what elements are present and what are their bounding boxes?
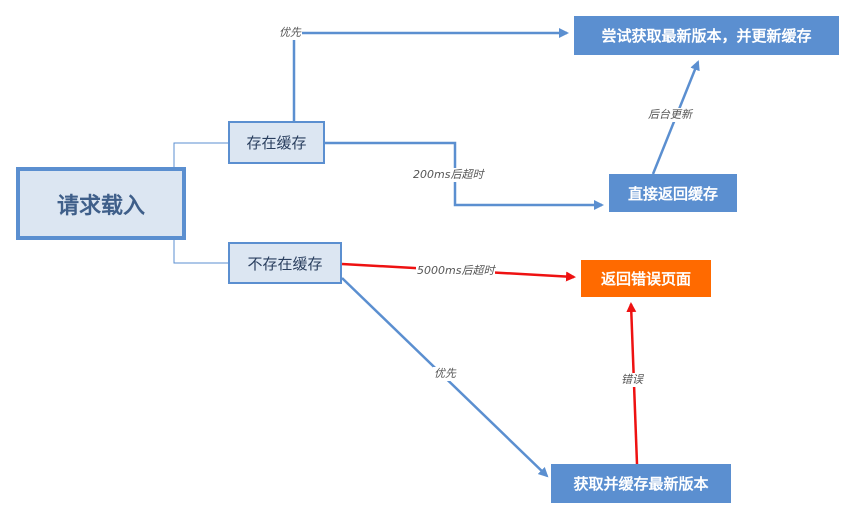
edge-label-cached-timeout: 200ms后超时 (412, 168, 485, 182)
edge-label-error: 错误 (620, 373, 644, 387)
edge-label-nocache-priority: 优先 (433, 367, 457, 381)
edge-cached-to-try-fetch (292, 28, 569, 121)
node-return-cache: 直接返回缓存 (609, 174, 737, 212)
edge-label-background-update: 后台更新 (647, 108, 693, 122)
edge-label-cached-priority: 优先 (278, 26, 302, 40)
node-request-load: 请求载入 (16, 167, 186, 240)
node-error-page: 返回错误页面 (581, 260, 711, 297)
node-fetch-and-cache: 获取并缓存最新版本 (551, 464, 731, 503)
node-not-cached: 不存在缓存 (228, 242, 342, 284)
node-cached: 存在缓存 (228, 121, 325, 164)
node-try-fetch-update: 尝试获取最新版本，并更新缓存 (574, 16, 839, 55)
edge-label-nocache-timeout: 5000ms后超时 (416, 264, 496, 278)
